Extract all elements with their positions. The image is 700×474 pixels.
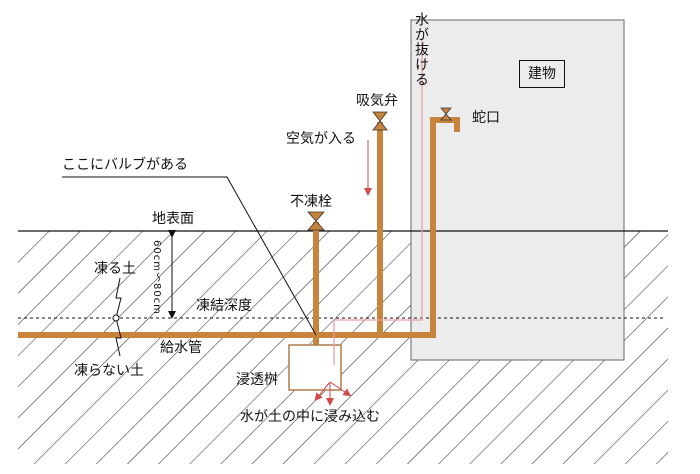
boundary-point [112, 314, 120, 322]
frost-depth-label: 凍結深度 [196, 298, 252, 314]
unfrozen-soil-label: 凍らない土 [74, 363, 144, 379]
frozen-soil-label: 凍る土 [94, 261, 136, 277]
infiltration-pit-label: 浸透桝 [236, 372, 278, 388]
air-enters-label: 空気が入る [286, 131, 356, 147]
supply-pipe-label: 給水管 [160, 340, 202, 356]
water-drains-label: 水が抜ける [413, 12, 429, 87]
air-valve-label: 吸気弁 [356, 93, 398, 109]
building [410, 19, 625, 361]
seep-arrow-left [314, 381, 331, 402]
antifreeze-valve-label: 不凍栓 [290, 194, 332, 210]
building-label: 建物 [519, 60, 565, 88]
infiltration-pit-box [288, 344, 342, 391]
ground-surface-label: 地表面 [152, 211, 194, 227]
seep-arrow-right [329, 381, 352, 397]
unfrozen-soil-arrow [115, 317, 122, 357]
valve-here-label: ここにバルブがある [62, 157, 188, 173]
valve-leader-line [62, 176, 317, 336]
water-seeps-label: 水が土の中に浸み込む [240, 409, 380, 425]
antifreeze-valve-icon [307, 211, 325, 231]
faucet-handle-icon [440, 107, 452, 121]
air-valve-icon [372, 111, 388, 131]
drain-flow-line [333, 40, 423, 365]
depth-range-label: 60cm～80cm [151, 240, 162, 315]
frozen-soil-arrow [115, 277, 122, 319]
faucet-label: 蛇口 [472, 110, 500, 126]
